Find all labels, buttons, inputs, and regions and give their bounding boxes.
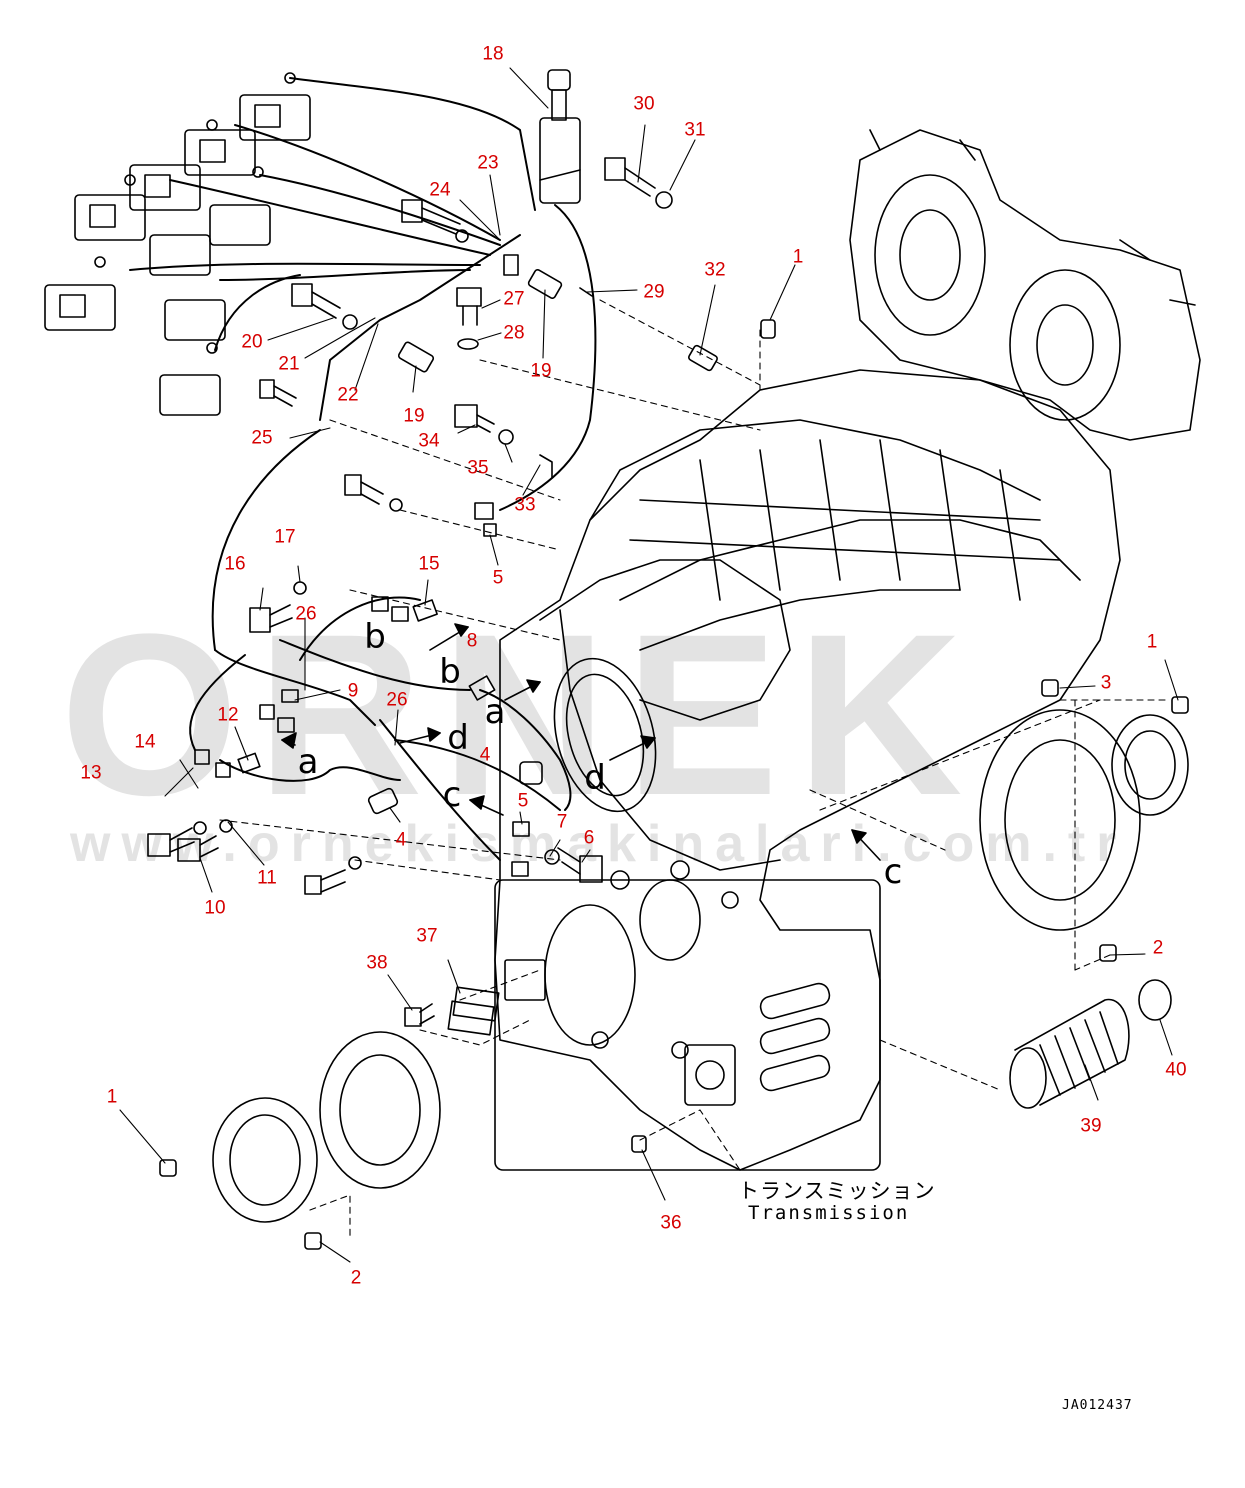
- callout-37: 37: [416, 925, 438, 947]
- covers-and-filter: [212, 709, 1189, 1223]
- callout-28: 28: [503, 322, 525, 344]
- callout-23: 23: [477, 152, 499, 174]
- callout-3: 3: [1100, 672, 1112, 694]
- callout-6: 6: [583, 827, 595, 849]
- callout-4: 4: [479, 744, 491, 766]
- callout-1: 1: [106, 1086, 118, 1108]
- callout-1: 1: [792, 246, 804, 268]
- callout-19: 19: [403, 405, 425, 427]
- callout-32: 32: [704, 259, 726, 281]
- ref-letter-c: c: [442, 775, 462, 815]
- ref-letter-b: b: [439, 652, 461, 692]
- callout-2: 2: [350, 1267, 362, 1289]
- callout-10: 10: [204, 897, 226, 919]
- caption-english: Transmission: [748, 1202, 910, 1224]
- ref-letter-a: a: [484, 692, 506, 732]
- callout-35: 35: [467, 457, 489, 479]
- wiring-harness: [129, 77, 597, 861]
- caption-japanese: トランスミッション: [738, 1179, 936, 1203]
- callout-40: 40: [1165, 1059, 1187, 1081]
- callout-19: 19: [530, 360, 552, 382]
- callout-12: 12: [217, 704, 239, 726]
- callout-13: 13: [80, 762, 102, 784]
- callout-26: 26: [386, 689, 408, 711]
- ref-letter-d: d: [584, 758, 606, 798]
- callout-5: 5: [492, 567, 504, 589]
- callout-2: 2: [1152, 937, 1164, 959]
- callout-38: 38: [366, 952, 388, 974]
- callout-1: 1: [1146, 631, 1158, 653]
- drawing-code: JA012437: [1062, 1398, 1133, 1413]
- callout-11: 11: [257, 867, 277, 889]
- solenoid-valve-cluster: [44, 72, 311, 416]
- ref-letter-a: a: [297, 742, 319, 782]
- callout-24: 24: [429, 179, 451, 201]
- callout-30: 30: [633, 93, 655, 115]
- ref-letter-b: b: [364, 617, 386, 657]
- ref-letter-d: d: [447, 718, 469, 758]
- callout-20: 20: [241, 331, 263, 353]
- callout-8: 8: [466, 630, 478, 652]
- callout-27: 27: [503, 288, 525, 310]
- callout-21: 21: [278, 353, 300, 375]
- callout-33: 33: [514, 494, 536, 516]
- callout-25: 25: [251, 427, 273, 449]
- callout-18: 18: [482, 43, 504, 65]
- callout-29: 29: [643, 281, 665, 303]
- callout-34: 34: [418, 430, 440, 452]
- callout-17: 17: [274, 526, 296, 548]
- callout-4: 4: [395, 829, 407, 851]
- callout-31: 31: [684, 119, 706, 141]
- callout-9: 9: [347, 680, 359, 702]
- watermark-url: www.ornekismakinalari.com.tr: [70, 815, 1128, 873]
- callout-5: 5: [517, 790, 529, 812]
- leader-lines: [119, 67, 1179, 1263]
- callout-7: 7: [556, 811, 568, 833]
- callout-22: 22: [337, 384, 359, 406]
- reference-arrows: [281, 623, 881, 861]
- ref-letter-c: c: [883, 852, 903, 892]
- callout-26: 26: [295, 603, 317, 625]
- callout-14: 14: [134, 731, 156, 753]
- callout-16: 16: [224, 553, 246, 575]
- callout-15: 15: [418, 553, 440, 575]
- transmission-housing: [494, 129, 1201, 1171]
- callout-39: 39: [1080, 1115, 1102, 1137]
- callout-36: 36: [660, 1212, 682, 1234]
- fasteners: [147, 69, 1189, 1250]
